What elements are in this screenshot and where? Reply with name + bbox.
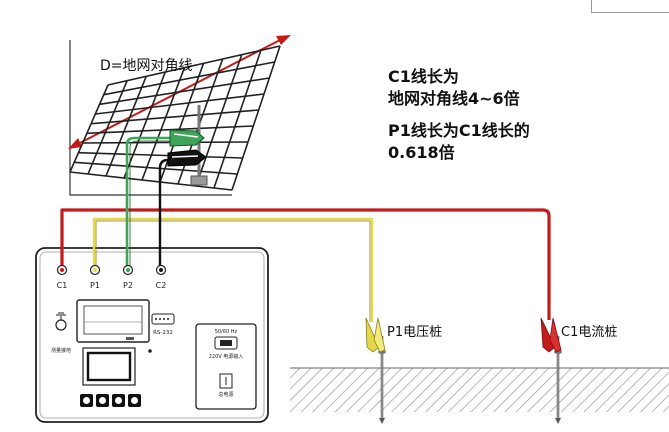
- terminal-label: P2: [123, 281, 133, 290]
- p1-note-line1: P1线长为C1线长的: [388, 121, 530, 140]
- mesh-line: [213, 50, 262, 189]
- c1-stake: [540, 317, 562, 424]
- mesh-line: [105, 76, 147, 177]
- lcd-display: [82, 347, 152, 386]
- mesh-line: [95, 93, 265, 115]
- keypad-button-face: [131, 397, 138, 404]
- keypad-button-face: [99, 397, 106, 404]
- power-panel: [195, 323, 257, 410]
- p1-stake-label: P1电压桩: [387, 325, 442, 340]
- terminal-core: [126, 268, 130, 272]
- terminal-core: [60, 268, 64, 272]
- c1-note-line1: C1线长为: [388, 67, 459, 86]
- diagonal-label: D=地网对角线: [100, 58, 193, 74]
- keypad-button-face: [83, 397, 90, 404]
- c1-stake-label: C1电流桩: [561, 325, 617, 340]
- green-wire: [125, 136, 172, 268]
- p1-length-note: P1线长为C1线长的 0.618倍: [388, 120, 530, 164]
- mesh-line: [87, 80, 128, 175]
- ground-terminal: [55, 312, 67, 331]
- green-clip: [169, 129, 205, 147]
- terminal-label: P1: [90, 281, 100, 290]
- ground-mesh: [69, 45, 281, 191]
- c1-length-note: C1线长为 地网对角线4~6倍: [388, 66, 520, 110]
- corner-frame: [591, 0, 669, 13]
- red-wire: [60, 208, 551, 320]
- ground-label: 测量接地: [51, 347, 71, 354]
- rs232-port: [151, 313, 175, 325]
- mesh-line: [103, 61, 275, 96]
- terminal-label: C2: [156, 281, 167, 290]
- keypad-button-face: [115, 397, 122, 404]
- mesh-line: [195, 54, 243, 187]
- mesh-line: [74, 161, 238, 175]
- mesh-line: [69, 171, 233, 191]
- mesh-line: [78, 151, 243, 159]
- p1-note-line2: 0.618倍: [388, 143, 455, 162]
- mesh-line: [99, 77, 270, 106]
- mesh-line: [107, 45, 281, 86]
- p1-stake: [365, 317, 386, 424]
- rs232-label: RS-232: [153, 330, 173, 336]
- mesh-line: [123, 71, 167, 179]
- grid-frame-axis: [69, 40, 232, 196]
- mesh-line: [159, 63, 205, 183]
- terminal-row: C1 P1 P2 C2: [57, 264, 167, 290]
- mesh-line: [69, 84, 109, 173]
- terminal-core: [159, 268, 163, 272]
- terminal-core: [93, 268, 97, 272]
- keypad: [80, 394, 141, 407]
- mesh-line: [141, 67, 186, 181]
- power-spec-label: 50/60 Hz: [215, 329, 238, 335]
- black-clip: [167, 149, 207, 167]
- mesh-electrode: [190, 105, 208, 186]
- c1-note-line2: 地网对角线4~6倍: [388, 89, 520, 108]
- ground-hatch: [290, 368, 669, 412]
- mesh-line: [91, 109, 259, 125]
- mesh-line: [82, 141, 249, 144]
- printer-panel: [76, 299, 150, 343]
- yellow-wire: [92, 217, 374, 322]
- mesh-line: [231, 45, 281, 191]
- terminal-label: C1: [57, 281, 68, 290]
- power-input-label: 220V 电源输入: [209, 353, 244, 360]
- power-switch-label: 总电源: [218, 391, 233, 398]
